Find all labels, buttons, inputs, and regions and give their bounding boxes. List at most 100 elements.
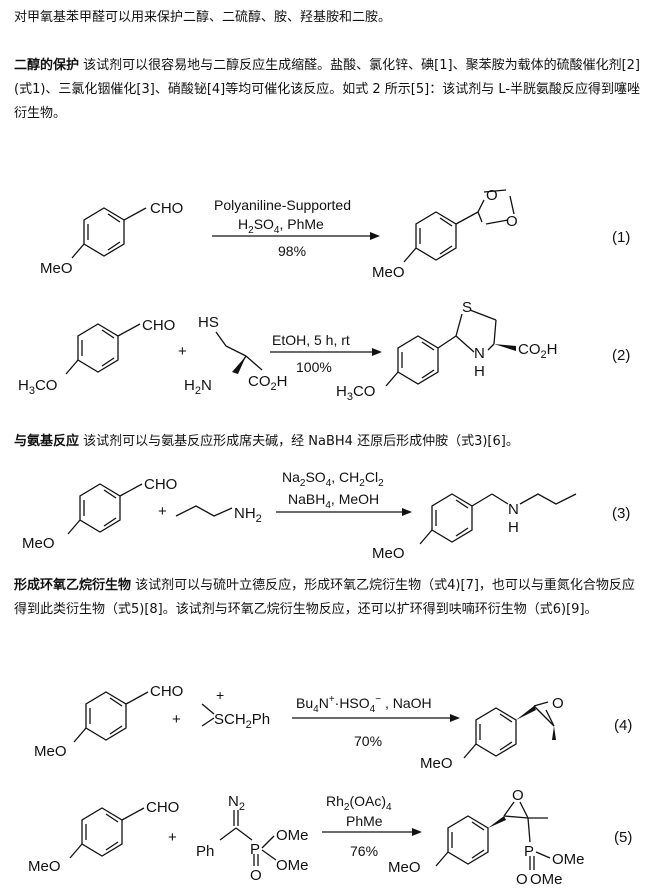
epoxyphosphonate-wedge bbox=[488, 816, 506, 828]
yield-label: 98% bbox=[278, 243, 306, 259]
product-methoxy-label-3: MeO bbox=[372, 545, 405, 560]
thiazolidine-carboxyl: CO2H bbox=[518, 341, 557, 361]
thiazolidine-nh: H bbox=[474, 363, 485, 380]
equation-number-2: (2) bbox=[612, 347, 630, 364]
diol-protection-paragraph: 二醇的保护 该试剂可以很容易地与二醇反应生成缩醛。盐酸、氯化锌、碘[1]、聚苯胺… bbox=[14, 54, 646, 126]
cysteine-carboxyl: CO2H bbox=[248, 373, 287, 393]
cysteine-wedge bbox=[232, 356, 246, 374]
condition-catalyst: Polyaniline-Supported bbox=[214, 197, 351, 213]
aldehyde-label-4: CHO bbox=[150, 683, 183, 700]
sulfonium-charge: + bbox=[216, 687, 224, 703]
reaction-5-scheme: CHO MeO + N2 Ph P OMe OMe O Rh2(OAc)4 Ph… bbox=[28, 787, 632, 888]
reaction-2-scheme: CHO H3CO + HS H2N CO2H EtOH, 5 h, rt 100… bbox=[18, 299, 630, 403]
anisaldehyde-structure bbox=[71, 207, 147, 259]
amine-text: 该试剂可以与氨基反应形成席夫碱，经 NaBH4 还原后形成仲胺（式3)[6]。 bbox=[83, 434, 519, 449]
diazo-p: P bbox=[250, 841, 260, 858]
reaction-3-scheme: CHO MeO + NH2 Na2SO4, CH2Cl2 NaBH4, MeOH… bbox=[22, 469, 630, 560]
cysteine-amine: H2N bbox=[184, 377, 212, 397]
yield-label-4: 70% bbox=[354, 733, 382, 749]
aldehyde-label-3: CHO bbox=[144, 476, 177, 493]
amine-reaction-paragraph: 与氨基反应 该试剂可以与氨基反应形成席夫碱，经 NaBH4 还原后形成仲胺（式3… bbox=[14, 430, 646, 454]
epoxyphosphonate-p: P bbox=[524, 843, 534, 860]
plus-sign-4: + bbox=[172, 711, 181, 728]
product-nh: H bbox=[508, 519, 519, 536]
aldehyde-label-2: CHO bbox=[142, 317, 175, 334]
condition-5b: PhMe bbox=[346, 813, 383, 829]
equation-number-1: (1) bbox=[612, 229, 630, 246]
intro-paragraph: 对甲氧基苯甲醛可以用来保护二醇、二硫醇、胺、羟基胺和二胺。 bbox=[14, 6, 646, 30]
reaction-1-scheme: CHO MeO Polyaniline-Supported H2SO4, PhM… bbox=[40, 187, 630, 281]
anisaldehyde-structure-3 bbox=[67, 483, 143, 535]
plus-sign-2: + bbox=[178, 343, 187, 360]
product-methoxy-label-5: MeO bbox=[388, 859, 421, 876]
anisaldehyde-structure-5 bbox=[69, 807, 145, 859]
equation-number-4: (4) bbox=[614, 717, 632, 734]
anisaldehyde-structure-2 bbox=[65, 323, 141, 375]
diazo-ome-2: OMe bbox=[276, 857, 309, 874]
dioxolane-o-bottom: O bbox=[506, 213, 518, 230]
reaction-arrow-head-2 bbox=[372, 348, 382, 356]
diazo-o: O bbox=[250, 867, 262, 884]
reaction-arrow-head bbox=[370, 232, 380, 240]
diol-heading: 二醇的保护 bbox=[14, 58, 80, 73]
thiazolidine-wedge bbox=[494, 344, 516, 351]
aldehyde-label: CHO bbox=[150, 200, 183, 217]
epoxyphosphonate-ome-1: OMe bbox=[552, 851, 585, 868]
plus-sign-5: + bbox=[168, 829, 177, 846]
condition-acid: H2SO4, PhMe bbox=[238, 216, 324, 236]
plus-sign-3: + bbox=[158, 503, 167, 520]
condition-5a: Rh2(OAc)4 bbox=[326, 793, 392, 813]
condition-3b: NaBH4, MeOH bbox=[288, 491, 379, 511]
diol-text: 该试剂可以很容易地与二醇反应生成缩醛。盐酸、氯化锌、碘[1]、聚苯胺为载体的硫酸… bbox=[14, 58, 641, 121]
diazo-n2: N2 bbox=[228, 793, 245, 813]
thiazolidine-s: S bbox=[462, 299, 472, 316]
epoxyphosphonate-o2: O bbox=[516, 871, 528, 888]
epoxide-product-structure bbox=[463, 701, 555, 759]
methoxy-label: MeO bbox=[40, 260, 73, 277]
methoxy-label-4: MeO bbox=[34, 743, 67, 760]
dioxolane-o-top: O bbox=[486, 187, 498, 204]
epoxyphosphonate-o: O bbox=[512, 787, 524, 804]
intro-text: 对甲氧基苯甲醛可以用来保护二醇、二硫醇、胺、羟基胺和二胺。 bbox=[14, 10, 392, 25]
condition-4: Bu4N+·HSO4− , NaOH bbox=[296, 694, 432, 715]
equation-number-3: (3) bbox=[612, 505, 630, 522]
yield-label-2: 100% bbox=[296, 359, 332, 375]
reaction-4-scheme: CHO MeO + + SCH2Ph Bu4N+·HSO4− , NaOH 70… bbox=[34, 683, 632, 770]
thiazolidine-product-structure bbox=[385, 309, 497, 387]
reaction-1: CHO MeO Polyaniline-Supported H2SO4, PhM… bbox=[0, 180, 658, 290]
reaction-arrow-head-4 bbox=[450, 714, 460, 722]
yield-label-5: 76% bbox=[350, 843, 378, 859]
propylamine-nh2: NH2 bbox=[234, 505, 262, 525]
propylamine-structure bbox=[175, 505, 233, 517]
anisaldehyde-structure-4 bbox=[73, 691, 149, 743]
condition-2: EtOH, 5 h, rt bbox=[272, 332, 350, 348]
sulfonium-label: SCH2Ph bbox=[214, 711, 270, 731]
methoxy-label-5: MeO bbox=[28, 858, 61, 875]
product-n: N bbox=[508, 501, 519, 518]
diazo-phosphonate-structure bbox=[219, 810, 277, 866]
epoxide-text: 该试剂可以与硫叶立德反应，形成环氧乙烷衍生物（式4)[7]，也可以与重氮化合物反… bbox=[14, 578, 635, 617]
epoxide-heading: 形成环氧乙烷衍生物 bbox=[14, 578, 132, 593]
reaction-3: CHO MeO + NH2 Na2SO4, CH2Cl2 NaBH4, MeOH… bbox=[0, 460, 658, 560]
cysteine-thiol: HS bbox=[198, 314, 219, 331]
reaction-4: CHO MeO + + SCH2Ph Bu4N+·HSO4− , NaOH 70… bbox=[0, 670, 658, 770]
thiazolidine-n: N bbox=[474, 345, 485, 362]
condition-3a: Na2SO4, CH2Cl2 bbox=[282, 469, 384, 489]
diazo-ome-1: OMe bbox=[276, 827, 309, 844]
diazo-ph: Ph bbox=[196, 843, 214, 860]
epoxyphosphonate-ome-2: OMe bbox=[530, 871, 563, 888]
secondary-amine-product-structure bbox=[419, 493, 577, 545]
epoxide-o: O bbox=[552, 695, 564, 712]
methoxy-label-2: H3CO bbox=[18, 377, 57, 397]
equation-number-5: (5) bbox=[614, 829, 632, 846]
sulfonium-ylide-structure bbox=[201, 703, 215, 727]
methoxy-label-3: MeO bbox=[22, 535, 55, 552]
epoxide-wedge-1 bbox=[516, 706, 536, 720]
amine-heading: 与氨基反应 bbox=[14, 434, 80, 449]
product-methoxy-label-4: MeO bbox=[420, 755, 453, 770]
reaction-arrow-head-3 bbox=[402, 508, 412, 516]
reaction-5: CHO MeO + N2 Ph P OMe OMe O Rh2(OAc)4 Ph… bbox=[0, 780, 658, 889]
reaction-2: CHO H3CO + HS H2N CO2H EtOH, 5 h, rt 100… bbox=[0, 290, 658, 410]
epoxide-wedge-2 bbox=[552, 726, 556, 740]
product-methoxy-label: MeO bbox=[372, 264, 405, 281]
